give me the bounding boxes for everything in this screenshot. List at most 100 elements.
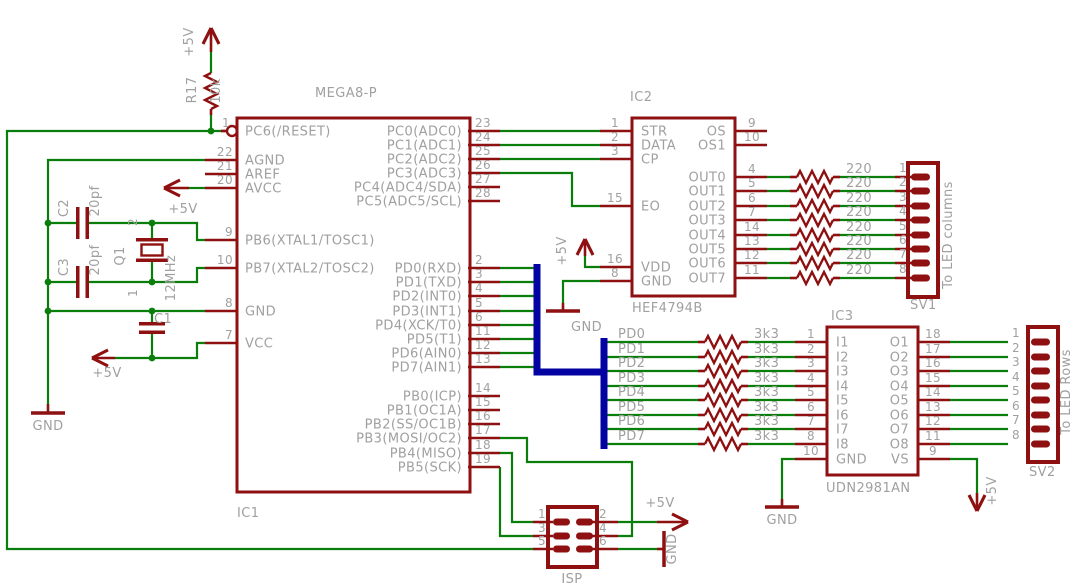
pin-number: 5 <box>748 176 756 190</box>
power-arrow-icon <box>575 238 587 256</box>
resistor-value: 3k3 <box>754 327 779 342</box>
bus-entry <box>534 279 540 285</box>
bus-entry <box>534 336 540 342</box>
resistor-value: 3k3 <box>754 414 779 429</box>
net-label: PD0 <box>618 327 645 342</box>
power-arrow-icon <box>201 27 213 45</box>
pin-name: PB2(SS/OC1B) <box>365 418 462 433</box>
pin-number: 3 <box>475 267 483 281</box>
power-arrow-icon <box>583 238 595 256</box>
resistor-value: 220 <box>846 234 872 249</box>
net-mosi <box>500 436 634 538</box>
ic3-part-label: UDN2981AN <box>826 481 911 496</box>
resistor-value: 220 <box>846 248 872 263</box>
sv1-pad <box>911 187 930 195</box>
sv2-pad <box>1031 338 1050 346</box>
pin-number: 12 <box>475 338 491 352</box>
resistor-value: 220 <box>846 220 872 235</box>
resistor-value: 3k3 <box>754 429 779 444</box>
net-label: PD4 <box>618 385 645 400</box>
ic3-ref-label: IC3 <box>831 309 853 324</box>
pin-name: OUT0 <box>688 171 726 186</box>
gnd-label: GND <box>766 513 797 528</box>
net-xtal2 <box>89 266 205 284</box>
pin-name: DATA <box>641 139 676 154</box>
pin-number: 24 <box>475 130 491 144</box>
pin-name: PC0(ADC0) <box>387 125 462 140</box>
pin-number: 1 <box>611 116 619 130</box>
r17-ref-label: R17 <box>185 77 200 104</box>
pin-name: I4 <box>836 380 849 395</box>
pin-number: 13 <box>925 400 941 414</box>
pin-number: 20 <box>217 173 233 187</box>
pin-name: PC5(ADC5/SCL) <box>356 195 462 210</box>
net-gnd-rail <box>46 158 205 404</box>
plus5v-label: +5V <box>182 27 197 56</box>
power-arrow-icon <box>209 27 221 45</box>
plus5v-label: +5V <box>985 476 1000 505</box>
c2-value-label: 20pf <box>88 185 103 216</box>
sv2-caption: To LED Rows <box>1059 349 1074 436</box>
resistor-zigzag <box>795 197 835 215</box>
net-label: PD3 <box>618 371 645 386</box>
pin-name: PB0(ICP) <box>403 390 462 405</box>
pin-number: 14 <box>925 385 941 399</box>
pin-number: 6 <box>1012 399 1020 413</box>
pin-number: 18 <box>475 438 491 452</box>
pin-name: I6 <box>836 409 849 424</box>
plus5v-label: +5V <box>168 202 197 217</box>
pin-number: 2 <box>1012 341 1020 355</box>
c2-plate <box>76 207 80 239</box>
junction-dot <box>148 219 156 227</box>
c3-ref-label: C3 <box>57 258 72 276</box>
pin-name: O5 <box>890 394 909 409</box>
sv1-pad <box>911 231 930 239</box>
pin-number: 12 <box>744 248 760 262</box>
sv1-caption: To LED columns <box>941 181 956 290</box>
isp-pad <box>553 532 570 540</box>
pin-number: 22 <box>217 145 233 159</box>
pin-number: 15 <box>607 191 623 205</box>
resistor-zigzag <box>703 333 743 351</box>
resistor-zigzag <box>795 254 835 272</box>
junction-dot <box>44 219 52 227</box>
pin-name: OS <box>707 125 726 140</box>
sv2-pad <box>1031 382 1050 390</box>
pin-number: 7 <box>899 247 907 261</box>
net-ic2-gnd <box>561 279 600 303</box>
pin-number: 12 <box>925 414 941 428</box>
pin-number: 1 <box>1012 326 1020 340</box>
ic1-ref-label: IC1 <box>237 506 259 521</box>
pin-name: PD2(INT0) <box>392 290 462 305</box>
pin-name: PC6(/RESET) <box>245 125 331 140</box>
resistor-zigzag <box>795 226 835 244</box>
pin-number: 13 <box>744 234 760 248</box>
pin-number: 15 <box>475 395 491 409</box>
sv2-pad <box>1031 353 1050 361</box>
pin-name: OUT2 <box>688 200 726 215</box>
isp-pad <box>576 532 593 540</box>
pin-number: 2 <box>475 253 483 267</box>
pin-number: 2 <box>126 218 140 226</box>
bus-entry <box>601 339 607 345</box>
power-arrow-icon <box>671 512 689 524</box>
pin-name: OUT7 <box>688 272 726 287</box>
ic3-outline <box>825 325 920 477</box>
power-arrow-icon <box>163 186 181 198</box>
resistor-zigzag <box>703 362 743 380</box>
pin-number: 4 <box>1012 370 1020 384</box>
pin-name: OS1 <box>698 139 726 154</box>
pin-number: 5 <box>538 534 546 548</box>
c3-plate <box>76 266 80 298</box>
pin-number: 1 <box>126 289 140 297</box>
pin-name: PD3(INT1) <box>392 305 462 320</box>
pin-name: PB1(OC1A) <box>387 404 462 419</box>
pin-name: PB4(MISO) <box>390 447 462 462</box>
net-vcc <box>115 341 205 360</box>
sv1-pad <box>911 202 930 210</box>
isp-outline <box>546 505 599 569</box>
ic1-part-label: MEGA8-P <box>315 86 377 101</box>
resistor-zigzag <box>703 348 743 366</box>
pin-number: 21 <box>217 159 233 173</box>
pin-number: 8 <box>611 266 619 280</box>
